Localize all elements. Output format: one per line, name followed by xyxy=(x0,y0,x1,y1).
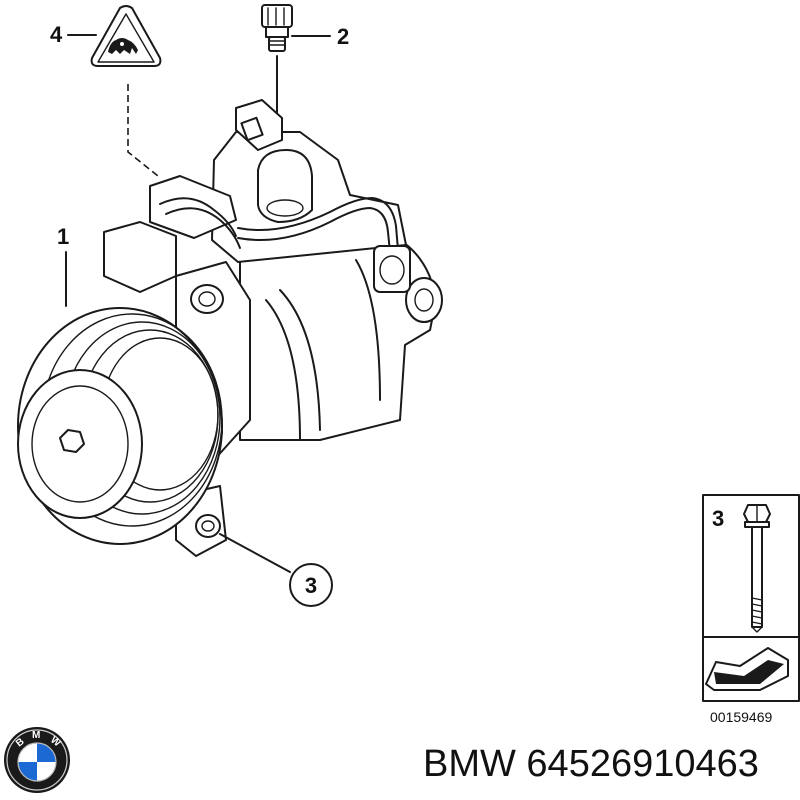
warning-symbol-icon xyxy=(108,38,138,54)
svg-text:M: M xyxy=(32,730,40,741)
ac-compressor xyxy=(17,99,443,557)
callout-4: 4 xyxy=(50,22,63,47)
bolt-part xyxy=(743,504,771,633)
callout-3-inset: 3 xyxy=(712,506,724,531)
callout-1: 1 xyxy=(57,224,69,249)
arrow-symbol-icon xyxy=(705,647,789,691)
bolt-inset: 3 00159469 xyxy=(702,494,800,725)
brand-part-number: BMW 64526910463 xyxy=(423,743,759,785)
reference-number: 00159469 xyxy=(710,709,773,725)
callout-3-circle: 3 xyxy=(305,573,317,598)
warning-label-part xyxy=(90,5,162,67)
bmw-logo: B M W xyxy=(4,727,70,793)
fitting-part xyxy=(261,4,293,52)
callout-2: 2 xyxy=(337,24,349,49)
